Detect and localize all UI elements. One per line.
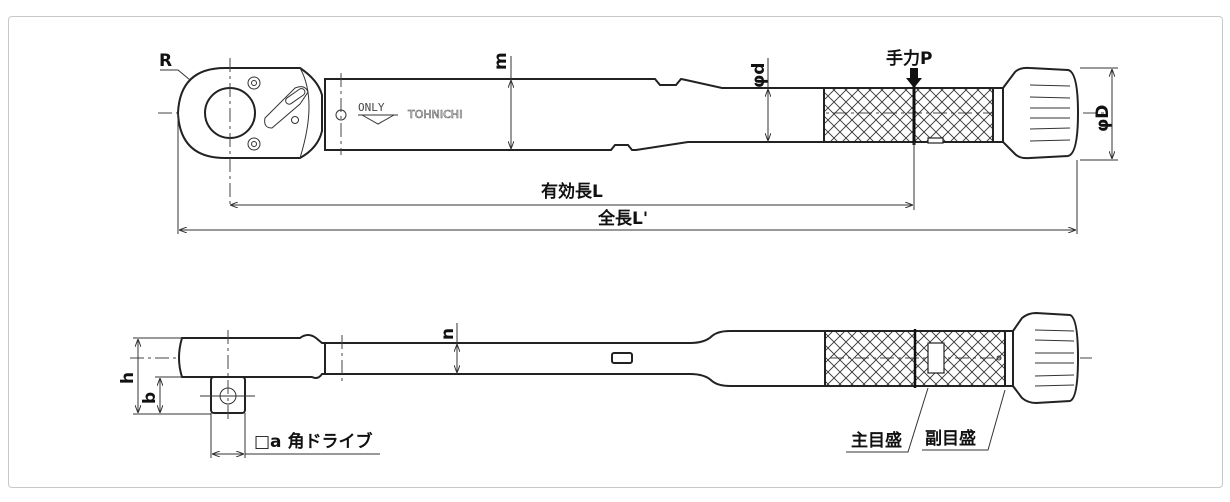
- pin-icon: [335, 109, 347, 121]
- main-scale-label: 主目盛: [851, 430, 902, 451]
- head-edge: [299, 67, 310, 159]
- collar: [992, 87, 1004, 143]
- end-cap: [1012, 311, 1080, 405]
- pin-icon: [291, 116, 299, 124]
- radius-leader: [160, 69, 191, 81]
- lever-slot: [285, 88, 306, 105]
- diagram-frame: [8, 16, 1223, 488]
- scale-window: [927, 342, 945, 374]
- collar: [1004, 330, 1014, 387]
- main-scale-leader: [846, 387, 929, 453]
- arrow-marking-icon: [358, 114, 398, 125]
- side-view: h b n □a 角ドライブ 主目盛 副目盛: [118, 311, 1092, 458]
- brand-marking: TOHNICHI: [407, 108, 462, 121]
- sub-scale-label: 副目盛: [925, 428, 976, 449]
- width-label: m: [491, 52, 511, 70]
- wrench-shaft: [324, 330, 826, 387]
- direction-lever: [264, 86, 309, 129]
- height-label: h: [118, 372, 138, 384]
- screw-icon: [247, 76, 261, 90]
- hand-force-label: 手力P: [886, 48, 932, 69]
- sub-scale-leader: [922, 389, 1006, 451]
- wrench-body: [324, 77, 825, 151]
- total-length-label: 全長L': [597, 208, 648, 229]
- screw-center: [251, 80, 257, 86]
- drive-height-label: b: [140, 392, 160, 404]
- effective-length-label: 有効長L: [541, 181, 603, 202]
- tube-diameter-label: φd: [749, 63, 769, 88]
- end-cap: [1002, 66, 1080, 160]
- cap-diameter-label: φD: [1093, 105, 1113, 132]
- window-icon: [611, 352, 633, 364]
- grip-notch: [927, 137, 944, 144]
- thickness-label: n: [438, 328, 458, 340]
- radius-label: R: [159, 51, 172, 71]
- sub-scale-mark: [996, 355, 1002, 361]
- direction-marking: ONLY: [358, 101, 385, 114]
- screw-icon: [247, 137, 261, 151]
- knurled-grip: [823, 87, 994, 143]
- ratchet-head-side: [178, 334, 326, 379]
- screw-center: [251, 141, 257, 147]
- cap-ribs: [1034, 329, 1075, 387]
- cap-ribs: [1029, 84, 1071, 142]
- force-arrow-icon: [906, 68, 922, 88]
- top-view: ONLY TOHNICHI R m φd 手力P φD 有効長L 全長L': [158, 48, 1118, 234]
- drive-label: □a 角ドライブ: [254, 431, 372, 452]
